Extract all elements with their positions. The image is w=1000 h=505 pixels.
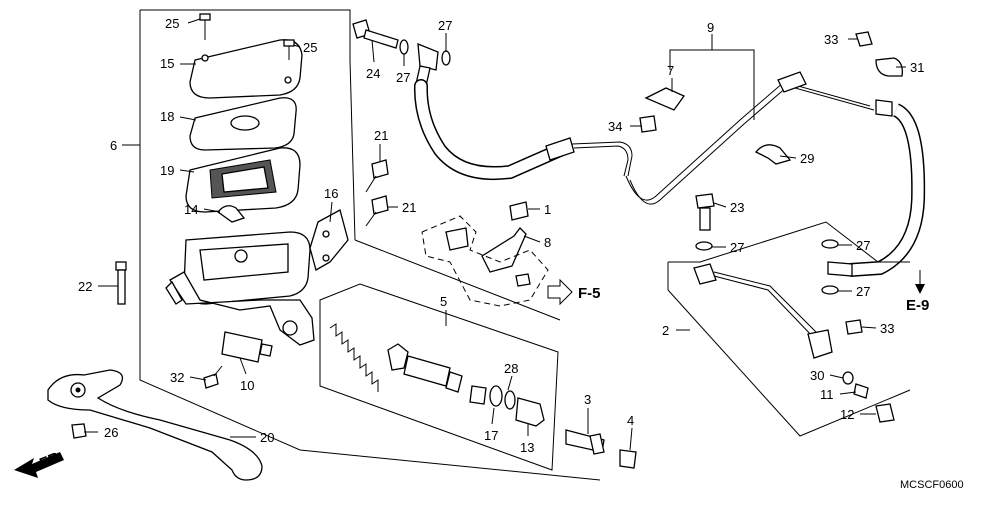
callout: 9	[707, 20, 714, 35]
callout: 27	[856, 238, 870, 253]
arrow-f5: F-5	[547, 278, 601, 306]
nut-26	[71, 423, 87, 439]
front-arrow-label: FR.	[37, 448, 66, 473]
right-hose	[827, 103, 926, 277]
callout: 30	[810, 368, 824, 383]
piston	[387, 343, 463, 393]
clip-14	[217, 205, 246, 223]
washer-27-e	[821, 285, 839, 295]
bracket-16	[309, 209, 349, 271]
callout: 4	[627, 413, 634, 428]
callout: 17	[484, 428, 498, 443]
bolt-33-bottom	[845, 319, 863, 335]
callout: 11	[820, 387, 834, 402]
piston-kit-frame	[319, 283, 559, 471]
hidden-bracket-dash	[421, 215, 549, 307]
callout: 15	[160, 56, 174, 71]
callout: 29	[800, 151, 814, 166]
washer-27-b	[441, 50, 451, 66]
callout: 5	[440, 294, 447, 309]
bolt-23	[695, 193, 715, 231]
arrow-label-e9: E-9	[906, 297, 929, 314]
callout: 8	[544, 235, 551, 250]
callout: 31	[910, 60, 924, 75]
callout: 6	[110, 138, 117, 153]
cup-ring-28	[489, 385, 516, 410]
screw-25-a	[199, 13, 211, 40]
callout: 27	[856, 284, 870, 299]
clamp-31	[875, 57, 903, 77]
clutch-hose	[413, 79, 633, 180]
leader-lines	[84, 18, 906, 451]
clamp-7	[644, 87, 685, 111]
banjo-bolt-24	[352, 19, 399, 49]
callout: 32	[170, 370, 184, 385]
callout: 18	[160, 109, 174, 124]
bracket-8	[481, 201, 531, 287]
callout: 27	[730, 240, 744, 255]
callout: 26	[104, 425, 118, 440]
callout: 21	[374, 128, 388, 143]
callout-labels: 25 25 15 18 19 14 6 22 32 10 26 20 16 21…	[78, 16, 924, 455]
clip-29	[754, 144, 792, 165]
callout: 19	[160, 163, 174, 178]
callout: 33	[824, 32, 838, 47]
washer-27-a	[399, 39, 409, 55]
callout: 2	[662, 323, 669, 338]
lower-pipe	[693, 263, 833, 359]
callout: 27	[438, 18, 452, 33]
pushrod-3	[565, 429, 605, 455]
callout: 27	[396, 70, 410, 85]
cap-4	[619, 449, 637, 469]
diaphragm	[185, 147, 301, 213]
front-arrow: FR.	[14, 448, 66, 478]
washer-27-d	[821, 239, 839, 249]
master-cylinder-body	[165, 231, 315, 346]
callout: 7	[667, 63, 674, 78]
callout: 20	[260, 430, 274, 445]
callout: 14	[184, 202, 198, 217]
diagram-code: MCSCF0600	[900, 479, 964, 491]
boot-13	[469, 385, 545, 427]
spring	[329, 323, 379, 392]
callout: 10	[240, 378, 254, 393]
washer-27-c	[695, 241, 713, 251]
callout: 25	[303, 40, 317, 55]
screw-25-b	[283, 39, 295, 60]
callout: 23	[730, 200, 744, 215]
callout: 13	[520, 440, 534, 455]
arrow-e9: E-9	[906, 270, 929, 314]
callout: 22	[78, 279, 92, 294]
cap-12	[875, 403, 895, 423]
arrow-label-f5: F-5	[578, 285, 601, 302]
clutch-pipe	[625, 71, 893, 205]
seal-30	[842, 371, 854, 385]
callout: 12	[840, 407, 854, 422]
master-cylinder-frame	[139, 9, 601, 481]
callout: 28	[504, 361, 518, 376]
switch-10	[221, 331, 273, 363]
callout: 21	[402, 200, 416, 215]
brake-lever	[47, 369, 263, 481]
bolt-21-b	[365, 195, 389, 227]
screw-32	[203, 365, 223, 389]
pivot-bolt-22	[115, 261, 127, 305]
bolt-34	[639, 115, 657, 133]
reservoir-cap	[189, 39, 303, 99]
bleeder-11	[853, 383, 869, 399]
callout: 1	[544, 202, 551, 217]
callout: 16	[324, 186, 338, 201]
callout: 33	[880, 321, 894, 336]
callout: 34	[608, 119, 622, 134]
callout: 24	[366, 66, 380, 81]
bolt-21-a	[365, 159, 389, 193]
reservoir-plate	[189, 97, 297, 151]
callout: 25	[165, 16, 179, 31]
callout: 3	[584, 392, 591, 407]
lower-pipe-frame	[667, 221, 911, 437]
bolt-33-top	[855, 31, 873, 47]
